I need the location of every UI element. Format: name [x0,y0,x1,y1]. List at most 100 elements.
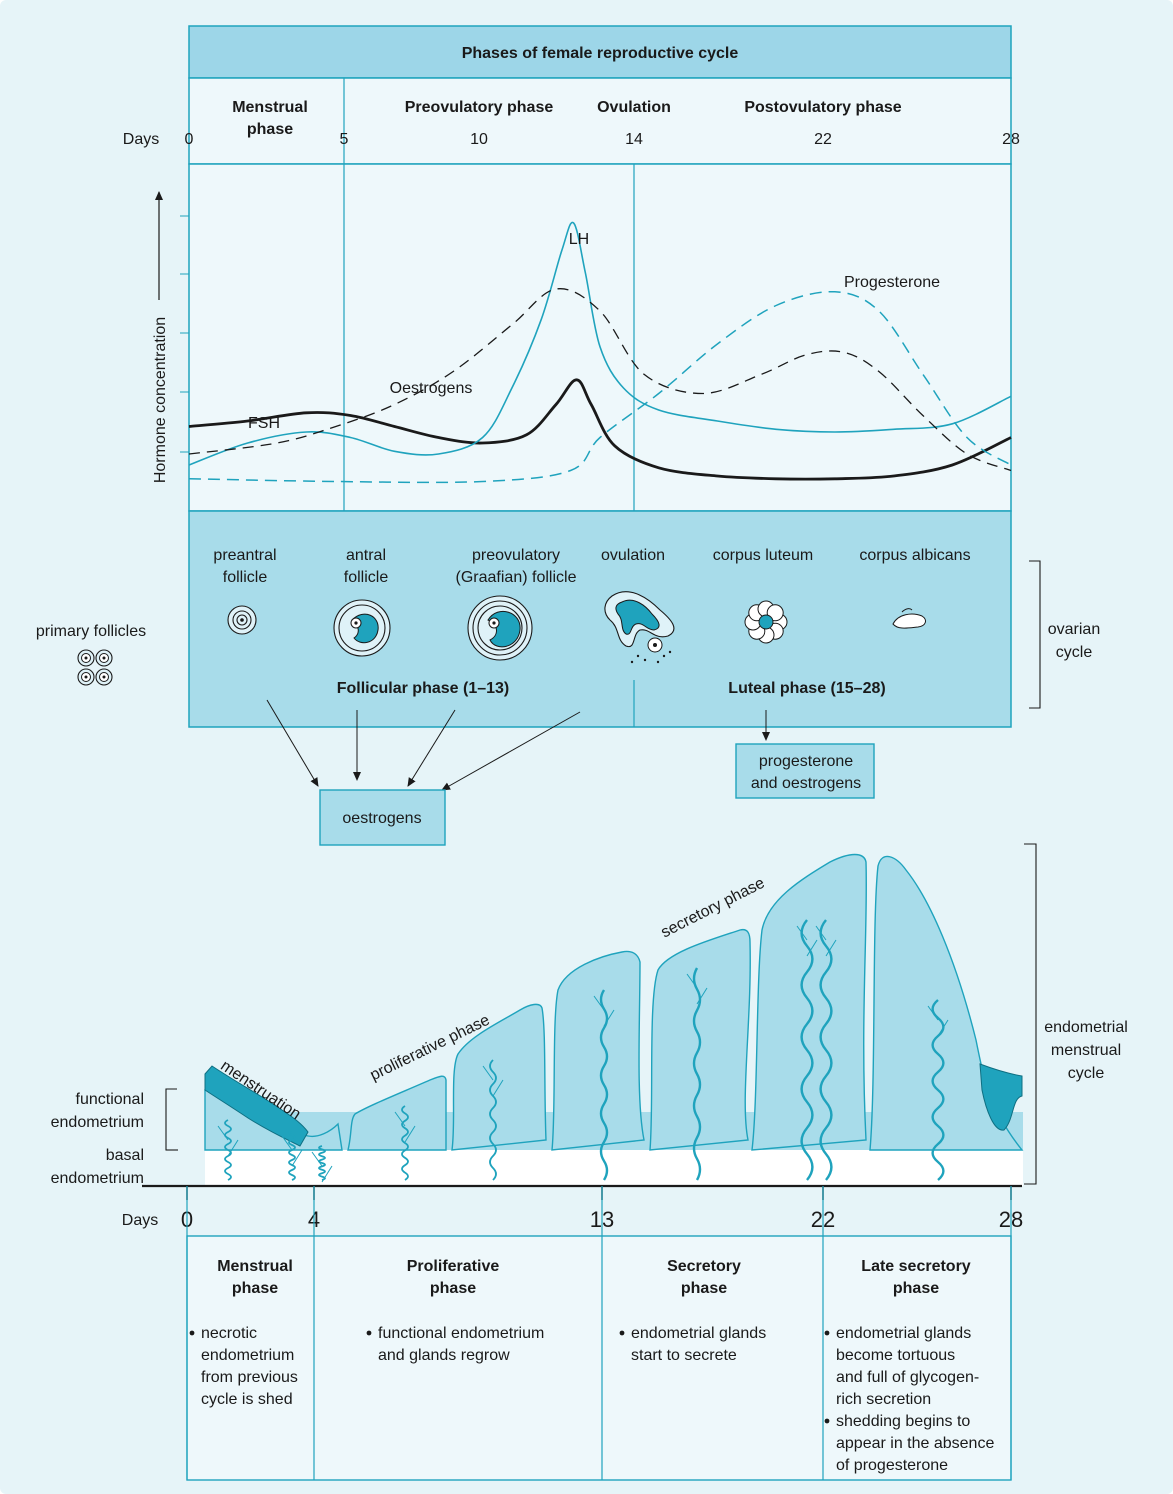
gland-branch [927,1005,949,1037]
y-axis-label: Hormone concentration [152,317,169,483]
progesterone-label: Progesterone [844,274,940,291]
top-day-tick: 0 [185,131,194,148]
primary-follicle [77,668,95,686]
lh-label: LH [569,231,589,248]
gland-branch [482,1065,504,1097]
bullet-text: of progesterone [836,1457,948,1474]
bullet-text: endometrium [201,1347,294,1364]
speck [636,654,640,658]
fsh-label: FSH [248,415,280,432]
bullet-text: from previous [201,1369,298,1386]
progesterone-box-label: and oestrogens [751,775,861,792]
endometrial-gland [224,1119,232,1181]
luteal-phase-label: Luteal phase (15–28) [728,680,885,697]
ovarian-stage-label: preantral [213,547,276,564]
bottom-phase-title: phase [430,1280,476,1297]
bullet-text: functional endometrium [378,1325,544,1342]
progesterone-box-label: progesterone [759,753,853,770]
gland-branch [593,995,615,1027]
series-line-fsh [188,378,1012,481]
dot [84,656,88,660]
endometrial-gland [288,1129,296,1181]
ovarian-stage-label: (Graafian) follicle [456,569,577,586]
bullet-dot [824,1418,830,1424]
endometrial-gland [318,1145,326,1181]
oestrogens-box-label: oestrogens [342,810,421,827]
series-line-oestrogens [188,288,1012,472]
arrow-to-oestrogens [266,699,319,787]
gland-branch [796,925,818,957]
ovarian-stage-label: corpus luteum [713,547,814,564]
functional-endometrium-label: functional [76,1091,145,1108]
series-line-progesterone [188,290,1012,484]
phase-table [186,1235,1012,1481]
secretory-label: secretory phase [658,875,767,942]
bullet-text: start to secrete [631,1347,737,1364]
days-label-bottom: Days [122,1212,158,1229]
bullet-text: and full of glycogen- [836,1369,979,1386]
endometrial-gland [489,1059,497,1181]
bullet-text: necrotic [201,1325,257,1342]
bullet-dot [619,1330,625,1336]
ovarian-panel [188,510,1012,728]
endometrium-illustration [204,853,1024,1186]
ovarian-stage-label: preovulatory [472,547,560,564]
bottom-phase-title: Proliferative [407,1258,500,1275]
luteum-core [758,614,774,630]
ovarian-cycle-label: ovarian [1048,621,1100,638]
bullet-text: endometrial glands [836,1325,971,1342]
endometrial-fold [451,1003,547,1151]
speck [643,658,647,662]
diagram-title: Phases of female reproductive cycle [462,45,739,62]
bullet-text: appear in the absence [836,1435,994,1452]
oestrogens-box [319,789,446,846]
gland-branch [217,1125,239,1157]
antral-follicle-drawing [333,599,391,657]
bottom-phase-title: Menstrual [217,1258,293,1275]
nucleus [492,621,496,625]
speck [656,660,660,664]
bullet-text: and glands regrow [378,1347,510,1364]
bullet-text: shedding begins to [836,1413,970,1430]
bullet-text: cycle is shed [201,1391,293,1408]
gland-branch [281,1135,303,1167]
dot [102,675,106,679]
endometrial-gland [692,967,702,1181]
bullet-text: become tortuous [836,1347,955,1364]
endometrial-gland [800,919,814,1181]
basal-endometrium-label: endometrium [51,1170,144,1187]
speck [668,650,672,654]
phase-row [188,77,1012,165]
gland-branch [394,1111,416,1143]
albicans-mark [901,608,913,613]
endometrial-cycle-label: cycle [1068,1065,1105,1082]
dot [102,656,106,660]
bullet-dot [366,1330,372,1336]
nucleus [240,618,244,622]
basal-layer [205,1150,1023,1186]
primary-follicles-label: primary follicles [36,623,146,640]
bullet-text: rich secretion [836,1391,931,1408]
bottom-phase-title: phase [893,1280,939,1297]
endometrial-gland [819,919,833,1181]
progesterone-box [735,743,875,799]
bottom-phase-title: phase [681,1280,727,1297]
albicans-body [892,613,926,629]
phase-menstrual: Menstrual [232,99,308,116]
arrow-to-oestrogens [441,711,581,791]
phase-ovulation: Ovulation [597,99,671,116]
endometrial-gland [401,1105,409,1181]
preantral-follicle-drawing [227,605,257,635]
top-day-tick: 22 [814,131,832,148]
follicular-phase-label: Follicular phase (1–13) [337,680,510,697]
hormone-chart-panel [188,163,1012,512]
basal-endometrium-label: basal [106,1147,144,1164]
phase-preovulatory: Preovulatory phase [405,99,554,116]
primary-follicle [95,649,113,667]
menstruation-band [204,1065,309,1147]
ovarian-bracket [1029,560,1041,709]
functional-endometrium-label: endometrium [51,1114,144,1131]
corpus-albicans-drawing [892,608,926,629]
top-day-tick: 28 [1002,131,1020,148]
